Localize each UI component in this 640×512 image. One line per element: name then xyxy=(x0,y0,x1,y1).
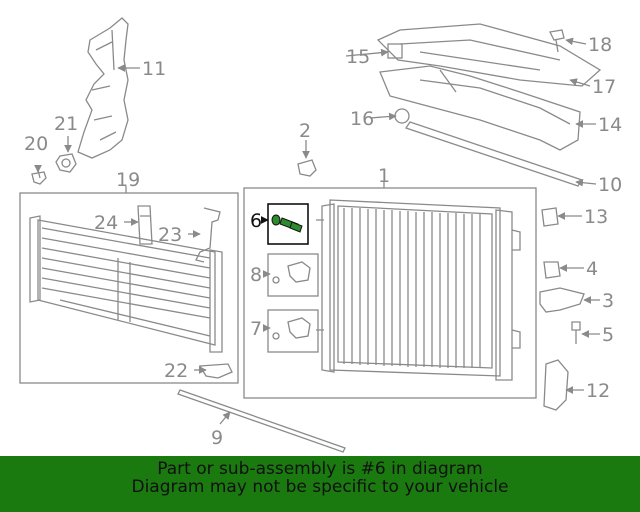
part-13-bracket xyxy=(541,207,559,227)
callout-18: 18 xyxy=(588,34,612,56)
banner-line-2: Diagram may not be specific to your vehi… xyxy=(131,477,509,497)
shutter-group-box xyxy=(19,192,239,384)
part-15-clip xyxy=(387,43,403,59)
part-7-fitting xyxy=(287,317,311,339)
callout-2: 2 xyxy=(299,120,311,142)
parts-diagram: 1 2 3 4 5 6 7 8 9 10 11 12 13 14 15 16 1… xyxy=(19,17,622,453)
callout-1: 1 xyxy=(378,165,390,187)
callout-24: 24 xyxy=(94,212,118,234)
part-3-bracket xyxy=(539,287,585,313)
part-18-bolt xyxy=(549,29,565,53)
radiator-group-box xyxy=(243,187,537,399)
part-14-baffle xyxy=(379,65,581,151)
part-7-box xyxy=(267,309,319,353)
banner-line-1: Part or sub-assembly is #6 in diagram xyxy=(157,459,483,479)
callout-16: 16 xyxy=(350,108,374,130)
callout-9: 9 xyxy=(211,427,223,449)
callout-8: 8 xyxy=(250,264,262,286)
part-6-highlight xyxy=(260,203,309,245)
callout-20: 20 xyxy=(24,133,48,155)
part-8-fitting xyxy=(287,261,311,283)
callout-15: 15 xyxy=(346,46,370,68)
callout-13: 13 xyxy=(584,206,608,228)
part-5-bolt xyxy=(571,321,581,344)
part-24-actuator xyxy=(137,205,153,245)
part-12-bracket xyxy=(543,359,569,411)
info-banner: Part or sub-assembly is #6 in diagram Di… xyxy=(0,456,640,512)
part-8-box xyxy=(267,253,319,297)
callout-10: 10 xyxy=(598,174,622,196)
callout-11: 11 xyxy=(142,58,166,80)
callout-19: 19 xyxy=(116,169,140,191)
callout-3: 3 xyxy=(602,290,614,312)
air-shutter xyxy=(29,215,223,353)
part-11-deflector xyxy=(77,17,129,159)
part-4-isolator xyxy=(543,261,561,279)
part-2-bumper xyxy=(297,159,317,177)
callout-22: 22 xyxy=(164,360,188,382)
part-22-bracket xyxy=(198,363,233,379)
part-9-seal xyxy=(177,389,346,453)
part-23-harness xyxy=(195,207,221,263)
part-21-nut xyxy=(55,153,77,173)
callout-5: 5 xyxy=(602,324,614,346)
part-20-pushpin xyxy=(31,169,47,185)
part-17-tiebar xyxy=(376,23,602,87)
callout-14: 14 xyxy=(598,114,622,136)
callout-7: 7 xyxy=(250,318,262,340)
part-10-seal xyxy=(404,121,584,187)
callout-23: 23 xyxy=(158,224,182,246)
radiator-core xyxy=(316,199,521,381)
callout-4: 4 xyxy=(586,258,598,280)
callout-21: 21 xyxy=(54,113,78,135)
callout-17: 17 xyxy=(592,76,616,98)
part-16-grommet xyxy=(394,108,410,124)
callout-6: 6 xyxy=(250,210,262,232)
callout-12: 12 xyxy=(586,380,610,402)
